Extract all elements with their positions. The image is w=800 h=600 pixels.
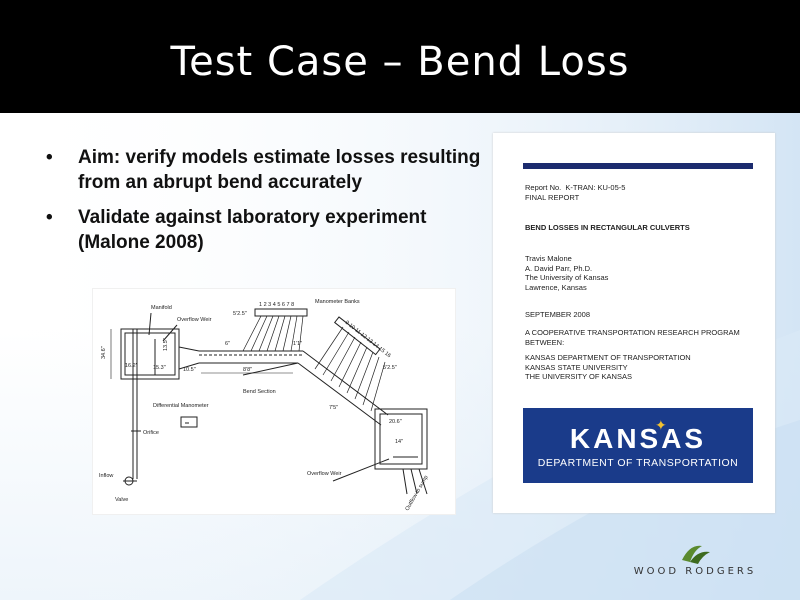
report-title: BEND LOSSES IN RECTANGULAR CULVERTS (525, 223, 690, 232)
label-manometer-numbers-bend: 9 10 11 12 13 14 15 16 (344, 320, 392, 359)
dim-14: 14" (395, 439, 403, 445)
label-orifice: Orifice (143, 430, 159, 436)
label-differential-manometer: Differential Manometer (153, 403, 209, 409)
bullet-text: Validate against laboratory experiment (… (78, 207, 427, 253)
label-manometer-banks: Manometer Banks (315, 299, 360, 305)
report-final: FINAL REPORT (525, 193, 580, 202)
dim-8-8: 8'8" (243, 367, 252, 373)
bullet-item: • Validate against laboratory experiment … (40, 205, 490, 255)
dim-5-2-5b: 5'2.5" (383, 365, 397, 371)
dim-34-6: 34.6" (101, 346, 107, 359)
bullet-dot: • (46, 207, 53, 228)
report-authors: Travis Malone A. David Parr, Ph.D. The U… (525, 254, 609, 292)
label-outflow-to-sump: Outflow to sump (405, 475, 430, 512)
title-bar: Test Case – Bend Loss (0, 0, 800, 113)
kdot-logo-sub: DEPARTMENT OF TRANSPORTATION (537, 457, 739, 469)
flume-diagram: Manifold Overflow Weir Manometer Banks 1… (92, 288, 456, 515)
dim-13-5: 13.5" (163, 338, 169, 351)
report-cover: Report No. K-TRAN: KU-05-5 FINAL REPORT … (493, 133, 775, 513)
label-manometer-numbers-top: 1 2 3 4 5 6 7 8 (259, 302, 294, 308)
company-name: WOOD RODGERS (633, 566, 757, 577)
bullet-text: Aim: verify models estimate losses resul… (78, 147, 481, 193)
flume-schematic: Manifold Overflow Weir Manometer Banks 1… (99, 299, 430, 512)
report-program: A COOPERATIVE TRANSPORTATION RESEARCH PR… (525, 328, 740, 347)
dim-20-6: 20.6" (389, 419, 402, 425)
star-icon: ✦ (655, 418, 667, 434)
label-overflow-weir-top: Overflow Weir (177, 317, 212, 323)
report-number: Report No. K-TRAN: KU-05-5 (525, 183, 626, 192)
label-inflow: Inflow (99, 473, 113, 479)
label-manifold: Manifold (151, 305, 172, 311)
dim-5-2-5: 5'2.5" (233, 311, 247, 317)
dim-1-1: 1'1" (293, 341, 302, 347)
label-overflow-weir-bottom: Overflow Weir (307, 471, 342, 477)
wood-rodgers-logo: WOOD RODGERS (610, 540, 780, 585)
dim-16-2: 16.2" (125, 363, 138, 369)
wood-rodgers-mark-icon (682, 545, 710, 564)
dim-15-3: 15.3" (153, 365, 166, 371)
kdot-logo-main: KANSAS (569, 423, 707, 454)
bullet-item: • Aim: verify models estimate losses resu… (40, 145, 490, 195)
label-bend-section: Bend Section (243, 389, 276, 395)
slide-title: Test Case – Bend Loss (170, 38, 630, 85)
dim-10-5: 10.5" (183, 367, 196, 373)
bullet-dot: • (46, 147, 53, 168)
report-rule (523, 163, 753, 169)
report-date: SEPTEMBER 2008 (525, 310, 591, 319)
report-partners: KANSAS DEPARTMENT OF TRANSPORTATION KANS… (525, 353, 691, 381)
bullet-list: • Aim: verify models estimate losses resu… (40, 145, 490, 265)
dim-7-5: 7'5" (329, 405, 338, 411)
dim-6: 6" (225, 341, 230, 347)
kdot-logo: ✦ KANSAS DEPARTMENT OF TRANSPORTATION (523, 408, 753, 483)
label-valve: Valve (115, 497, 128, 503)
